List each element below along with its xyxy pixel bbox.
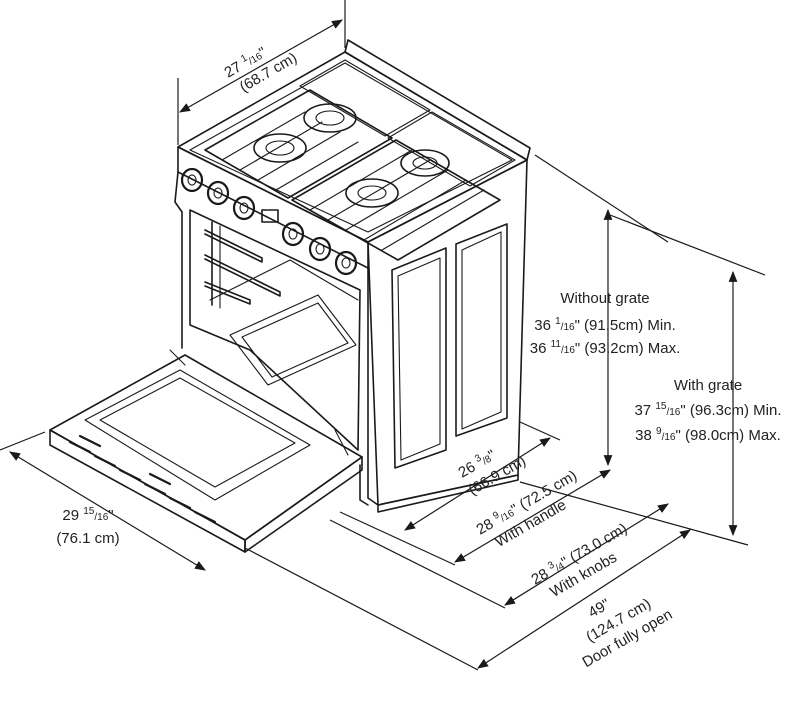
front-leg <box>359 464 369 506</box>
dim-front-depth <box>9 451 206 571</box>
ext-line-door-open <box>244 547 479 671</box>
svg-text:29 15/16": 29 15/16" <box>62 506 113 524</box>
knob-3 <box>232 195 256 221</box>
oven-frame-left <box>174 171 183 349</box>
knob-2 <box>206 180 230 206</box>
oven-frame-right <box>367 267 379 506</box>
display-panel <box>261 209 279 223</box>
oven-racks <box>204 221 281 309</box>
oven-floor <box>229 294 357 386</box>
ext-line-side-depth <box>519 421 561 441</box>
dimension-lines <box>0 0 766 671</box>
back-guard <box>344 39 531 161</box>
label-without-grate: Without grate 36 1/16" (91.5cm) Min. 36 … <box>530 290 681 357</box>
dim-door-open <box>477 529 691 669</box>
svg-text:Without grate: Without grate <box>560 290 649 307</box>
ext-line-knobs <box>329 519 506 609</box>
burner-front-left <box>253 133 307 163</box>
label-top-width: 27 1/16" (68.7 cm) <box>221 43 301 96</box>
svg-text:With grate: With grate <box>674 377 742 394</box>
svg-text:36 1/16" (91.5cm) Min.: 36 1/16" (91.5cm) Min. <box>534 316 676 334</box>
ext-line-handle <box>339 511 456 566</box>
svg-text:27 1/16": 27 1/16" <box>221 43 270 81</box>
knob-5 <box>308 236 332 262</box>
door-window <box>84 369 311 501</box>
rear-right-grate <box>387 111 516 187</box>
burners <box>253 103 450 208</box>
dimension-labels: 27 1/16" (68.7 cm) Without grate 36 1/16… <box>56 43 781 671</box>
knob-1 <box>180 167 204 193</box>
left-grate <box>204 89 393 199</box>
knob-6 <box>334 250 358 276</box>
ext-line-with-grate <box>609 214 766 276</box>
dim-top-width <box>179 19 343 113</box>
label-with-grate: With grate 37 15/16" (96.3cm) Min. 38 9/… <box>634 377 781 444</box>
label-front-depth: 29 15/16" (76.1 cm) <box>56 506 119 547</box>
burner-front-right <box>345 178 399 208</box>
svg-text:(76.1 cm): (76.1 cm) <box>56 530 119 547</box>
svg-text:38 9/16" (98.0cm) Max.: 38 9/16" (98.0cm) Max. <box>635 426 781 444</box>
knobs <box>180 167 358 276</box>
svg-text:36 11/16" (93.2cm) Max: 36 11/16" (93.2cm) Max. <box>530 339 681 357</box>
label-side-depth: 26 3/8" (66.9 cm) <box>455 446 529 499</box>
side-recess-2 <box>455 223 508 437</box>
label-with-knobs: 28 3/4" (73.0 cm) With knobs <box>529 520 631 601</box>
svg-text:26 3/8": 26 3/8" <box>455 446 499 482</box>
burner-rear-right <box>400 149 450 177</box>
svg-text:37 15/16" (96.3cm) Min: 37 15/16" (96.3cm) Min. <box>634 401 781 419</box>
range-illustration <box>49 39 531 553</box>
oven-cavity <box>189 209 361 451</box>
knob-4 <box>281 221 305 247</box>
svg-text:(68.7 cm): (68.7 cm) <box>237 49 300 95</box>
burner-rear-left <box>303 103 357 133</box>
ext-line-door-left <box>0 431 46 451</box>
ext-line-grate-top <box>534 154 669 243</box>
